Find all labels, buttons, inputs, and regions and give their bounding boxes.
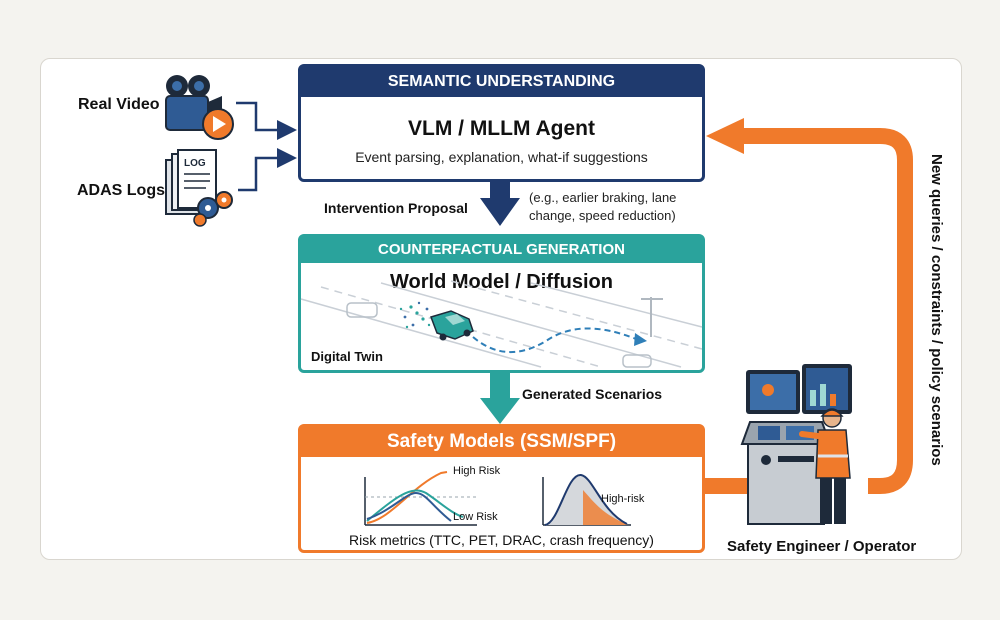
- digital-twin-label: Digital Twin: [311, 349, 383, 364]
- log-documents-icon: LOG: [160, 149, 242, 230]
- generated-arrow: [480, 373, 520, 424]
- world-model-title: World Model / Diffusion: [390, 271, 613, 293]
- feedback-loop-arrow: [740, 128, 913, 494]
- low-risk-label: Low Risk: [453, 511, 498, 523]
- feedback-arrowhead: [706, 118, 744, 154]
- adas-logs-label: ADAS Logs: [77, 182, 165, 199]
- intervention-proposal-label: Intervention Proposal: [324, 200, 468, 216]
- agent-subtitle: Event parsing, explanation, what-if sugg…: [355, 149, 648, 165]
- log-doc-text: LOG: [184, 158, 206, 169]
- real-video-label: Real Video: [78, 96, 160, 113]
- digital-twin-scene: [300, 280, 703, 368]
- operator-console-icon: [738, 360, 878, 532]
- high-risk-dist-label: High-risk: [601, 493, 645, 505]
- video-to-agent-arrow: [236, 101, 297, 140]
- logs-to-agent-arrow: [238, 148, 297, 192]
- generated-scenarios-label: Generated Scenarios: [522, 386, 663, 402]
- video-camera-icon: [158, 72, 240, 142]
- counterfactual-box: COUNTERFACTUAL GENERATION World Model / …: [298, 234, 705, 373]
- operator-label: Safety Engineer / Operator: [727, 538, 917, 555]
- risk-distribution-chart: [542, 474, 631, 526]
- risk-metrics-label: Risk metrics (TTC, PET, DRAC, crash freq…: [349, 532, 654, 548]
- feedback-loop-label: New queries / constraints / policy scena…: [928, 154, 945, 466]
- high-risk-label: High Risk: [453, 465, 501, 477]
- semantic-header: SEMANTIC UNDERSTANDING: [301, 67, 702, 97]
- safety-models-box: Safety Models (SSM/SPF) High Risk Low Ri…: [298, 424, 705, 553]
- intervention-arrow: [480, 182, 520, 226]
- intervention-note-line1: (e.g., earlier braking, lane: [529, 190, 677, 205]
- counterfactual-header: COUNTERFACTUAL GENERATION: [301, 237, 702, 263]
- safety-header: Safety Models (SSM/SPF): [301, 427, 702, 457]
- semantic-understanding-box: SEMANTIC UNDERSTANDING VLM / MLLM Agent …: [298, 64, 705, 182]
- risk-curves-chart: [364, 471, 477, 526]
- intervention-note-line2: change, speed reduction): [529, 208, 676, 223]
- agent-title: VLM / MLLM Agent: [407, 117, 596, 140]
